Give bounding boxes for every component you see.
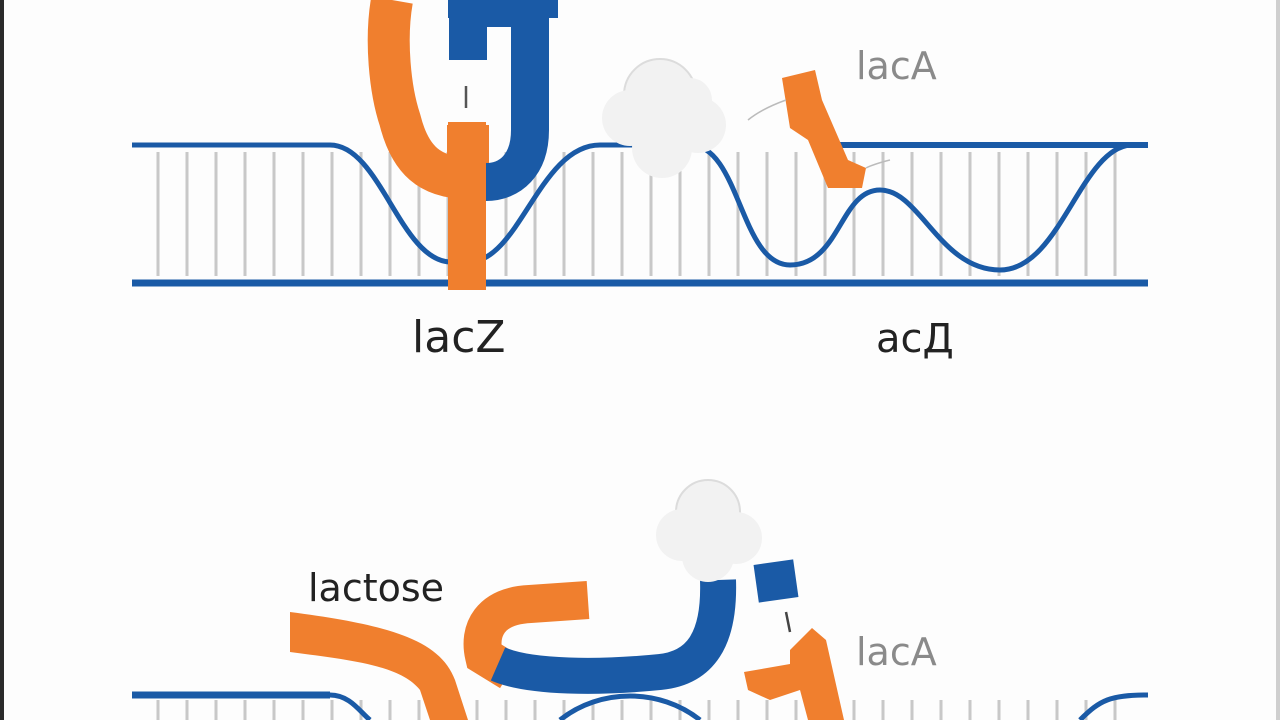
top-orange-repressor xyxy=(367,0,489,199)
bottom-orange-fragment xyxy=(744,628,844,720)
bottom-blue-square xyxy=(753,559,799,603)
top-cloud-molecule xyxy=(602,58,726,178)
bottom-dna-rungs xyxy=(156,700,1117,720)
label-laca-bottom: lacA xyxy=(856,630,937,674)
bottom-panel xyxy=(132,479,1149,720)
bottom-cloud-molecule xyxy=(656,479,762,582)
frame-left-border xyxy=(0,0,4,720)
label-lacz: lacZ xyxy=(412,312,506,363)
top-blue-cap xyxy=(448,0,558,18)
label-laca-top: lacA xyxy=(856,44,937,88)
bottom-orange-lactose-arm xyxy=(290,612,468,720)
top-orange-stem xyxy=(448,122,486,290)
top-dna-rungs xyxy=(156,152,1117,276)
bottom-dna-wave xyxy=(329,692,1149,720)
top-panel xyxy=(132,0,1148,290)
top-orange-fragment xyxy=(782,70,866,188)
top-blue-hook xyxy=(449,0,549,201)
bottom-small-marker xyxy=(784,611,792,633)
frame-right-border xyxy=(1276,0,1280,720)
bottom-orange-curve xyxy=(463,581,590,689)
label-lactose: lactose xyxy=(308,566,445,610)
bottom-blue-curve xyxy=(490,579,737,694)
label-acu: acД xyxy=(876,316,954,362)
top-fragment-tether-2 xyxy=(865,159,891,169)
top-fragment-tether xyxy=(747,99,787,121)
